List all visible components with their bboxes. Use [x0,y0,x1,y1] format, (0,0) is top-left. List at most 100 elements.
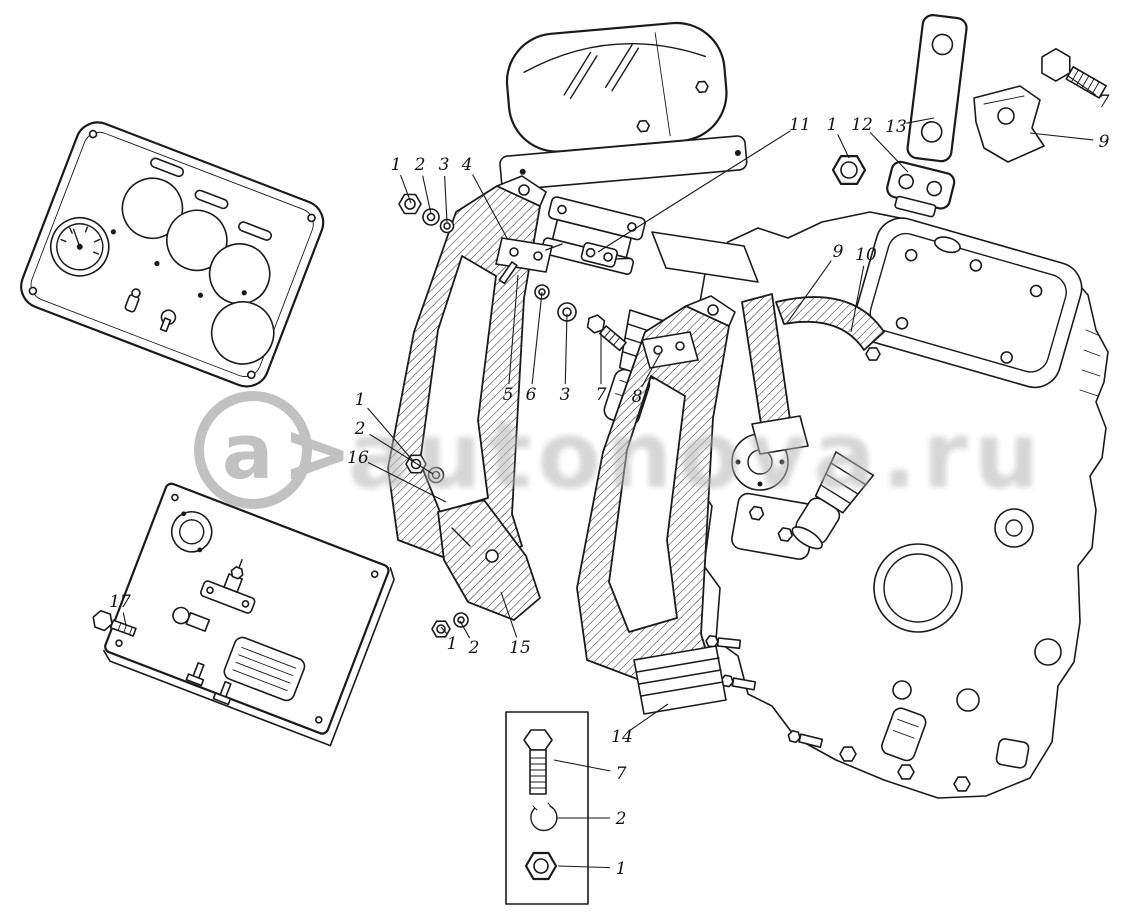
callout-number: 1 [355,390,366,410]
plug-boss-b [956,688,980,712]
watermark-text: autonova.ru [348,402,1045,509]
callout-number: 10 [855,245,877,265]
callout-1: 1 [391,155,412,204]
callout-number: 17 [109,592,131,612]
callout-number: 2 [615,809,627,829]
washer-top-b [439,218,455,234]
callout-14: 14 [611,703,669,747]
callout-leader-line [1067,75,1096,96]
instrument-panel [20,121,325,388]
watermark-letter: a [222,407,273,496]
callout-number: 12 [851,115,873,135]
callout-3: 3 [560,313,570,405]
side-boss-hole [1005,519,1023,537]
callout-leader-line [786,260,832,324]
callout-number: 5 [503,385,514,405]
callout-number: 1 [391,155,402,175]
hose-union [172,606,211,632]
panel-slot-3 [238,221,273,241]
callout-2: 2 [414,155,432,215]
callout-leader-line [500,591,518,638]
side-boss [994,508,1034,548]
strap-part-13 [906,14,968,163]
callout-1: 1 [557,859,626,879]
block-ribs [1079,329,1101,397]
callout-leader-line [1029,132,1094,141]
strap-part-9 [741,293,809,455]
air-cleaner [499,21,748,191]
callout-leader-line [906,117,935,124]
watermark: a > autonova.ru [194,391,1045,509]
callout-leader-line [869,132,909,173]
callout-number: 7 [1099,92,1110,112]
callout-2: 2 [555,809,627,829]
bolt-part-17 [92,609,137,637]
callout-number: 13 [885,117,907,137]
engine-mount-pad-14 [633,645,727,715]
large-nut-part-1 [831,155,867,185]
callout-number: 2 [468,638,480,658]
callout-8: 8 [632,353,661,407]
bracket-part-9-top [973,85,1045,163]
callout-leader-line [553,759,611,772]
gauge-hole-3 [208,243,271,305]
callout-number: 14 [611,727,633,747]
carburetor-riser [540,196,646,275]
callout-leader-line [122,612,127,627]
lower-left-plate [102,482,395,747]
inset-detail-box [505,711,589,905]
callout-leader-line [422,175,432,215]
callout-leader-line [367,407,415,463]
callout-number: 2 [354,419,366,439]
gauge-with-needle [49,217,110,277]
panel-slot-1 [150,157,185,178]
callout-number: 8 [632,387,643,407]
vent-plate [223,636,306,702]
callout-leader-line [641,353,661,388]
bolt-part-7-mid [586,314,627,352]
wing-bolt-icon [636,119,650,133]
right-mount-bracket [576,295,736,689]
callout-9: 9 [1029,132,1110,152]
callout-leader-line [531,291,543,385]
callout-1: 1 [827,115,850,159]
gauge-hole-4 [210,301,275,365]
keyhole [159,309,177,333]
callout-leader-line [597,130,791,253]
panel-slot-2 [194,189,229,210]
clamp-part-11 [580,242,632,268]
callout-13: 13 [885,117,935,137]
callout-leader-line [367,461,447,503]
callout-number: 11 [789,115,811,135]
callout-leader-line [400,174,412,204]
callout-12: 12 [851,115,909,173]
clamp-part-12 [886,160,956,218]
callout-3: 3 [439,155,449,223]
intake-duct [651,231,759,283]
callout-leader-line [557,865,611,869]
side-opening-inner [883,553,953,623]
toggle-switch [124,288,141,313]
callout-17: 17 [109,592,131,627]
engine-mount-boss [731,492,817,560]
inset-lock-washer [530,802,558,832]
tee-valve-fitting [200,559,256,614]
callout-number: 6 [526,385,537,405]
callout-leader-line [459,620,471,639]
callout-7: 7 [596,330,607,405]
watermark-ring [194,391,312,509]
callout-2: 2 [354,419,434,475]
callout-7: 7 [553,759,627,784]
callout-5: 5 [503,274,519,405]
drain-plugs [839,746,971,792]
callout-leader-line [837,134,850,159]
callout-leader-line [440,626,448,635]
lower-bosses [881,707,1030,769]
inset-nut [524,851,558,881]
clamp-part-8 [641,331,699,369]
callout-leader-line [508,274,519,385]
strap-part-10 [775,296,885,361]
flanged-fitting [170,511,213,553]
callout-number: 16 [347,448,369,468]
